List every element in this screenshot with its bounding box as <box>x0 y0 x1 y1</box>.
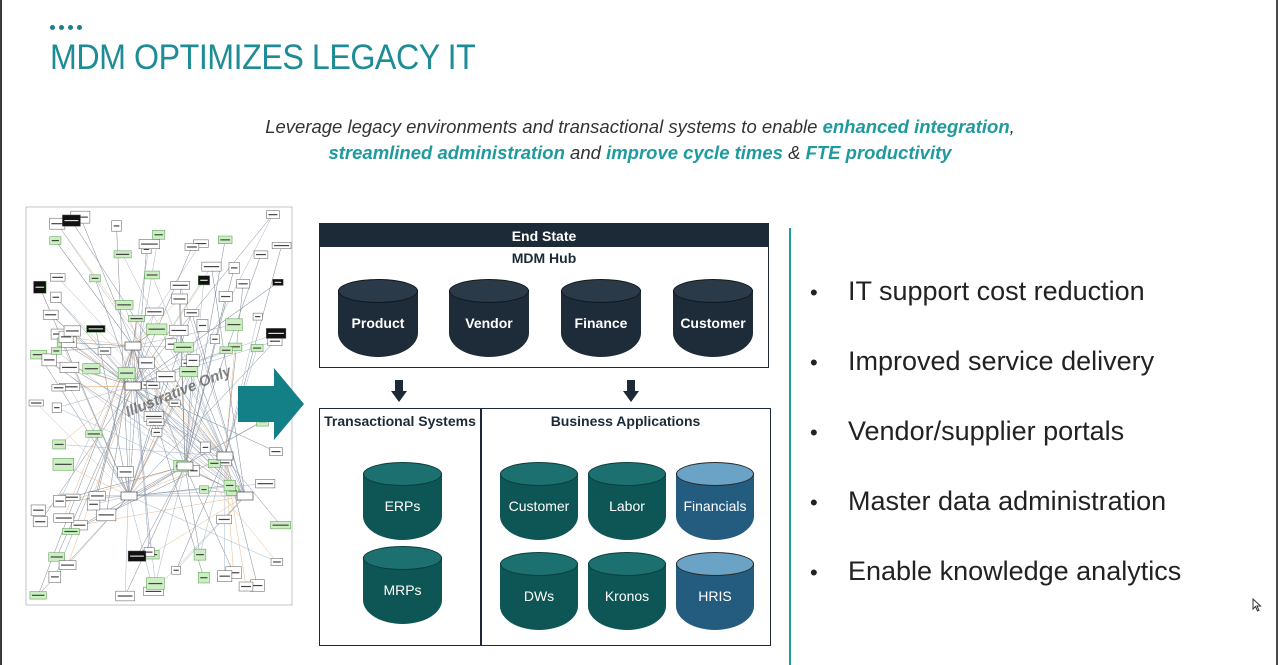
db-finance: Finance <box>561 279 641 357</box>
benefit-item: • Improved service delivery <box>810 346 1181 416</box>
db-customer: Customer <box>673 279 753 357</box>
db-label: ERPs <box>384 498 421 514</box>
benefit-text: IT support cost reduction <box>848 276 1145 306</box>
subtitle-text: and <box>564 142 607 163</box>
subtitle-highlight: streamlined administration <box>328 142 565 163</box>
business-applications-title: Business Applications <box>550 413 701 429</box>
subtitle-text: Leverage legacy environments and transac… <box>265 116 823 137</box>
subtitle-line-2: streamlined administration and improve c… <box>130 142 1150 164</box>
benefits-list: • IT support cost reduction • Improved ser… <box>810 276 1181 626</box>
bullet-icon: • <box>810 420 818 445</box>
subtitle-highlight: FTE productivity <box>805 142 952 163</box>
title-dots-icon <box>50 25 82 30</box>
bullet-icon: • <box>810 560 818 585</box>
bullet-icon: • <box>810 490 818 515</box>
db-erps: ERPs <box>363 462 442 540</box>
slide-title: MDM OPTIMIZES LEGACY IT <box>50 38 476 77</box>
end-state-header: End State <box>320 224 768 247</box>
db-kronos: Kronos <box>588 552 666 630</box>
bullet-icon: • <box>810 280 818 305</box>
db-label: MRPs <box>383 582 422 598</box>
benefit-text: Enable knowledge analytics <box>848 556 1182 586</box>
db-customer-app: Customer <box>500 462 578 540</box>
benefit-text: Master data administration <box>848 486 1167 516</box>
arrow-right-icon <box>238 368 304 440</box>
benefit-item: • IT support cost reduction <box>810 276 1181 346</box>
db-dws: DWs <box>500 552 578 630</box>
db-label: HRIS <box>698 588 732 604</box>
subtitle-text: & <box>782 142 806 163</box>
db-financials: Financials <box>676 462 754 540</box>
mouse-cursor-icon <box>1252 598 1262 612</box>
arrow-down-icon <box>391 380 407 402</box>
bullet-icon: • <box>810 350 818 375</box>
benefit-text: Vendor/supplier portals <box>848 416 1125 446</box>
db-label: Vendor <box>465 315 513 331</box>
left-frame-border <box>0 0 2 665</box>
systems-panel <box>319 408 771 646</box>
panel-divider <box>480 408 482 646</box>
db-vendor: Vendor <box>449 279 529 357</box>
subtitle-highlight: enhanced integration <box>822 116 1010 137</box>
right-frame-border <box>1276 0 1278 665</box>
db-label: DWs <box>523 588 555 604</box>
db-label: Financials <box>683 498 747 514</box>
db-label: Customer <box>508 498 570 514</box>
subtitle-highlight: improve cycle times <box>606 142 783 163</box>
mdm-hub-title: MDM Hub <box>511 250 577 266</box>
benefit-item: • Master data administration <box>810 486 1181 556</box>
db-label: Product <box>351 315 405 331</box>
subtitle-text: , <box>1009 116 1015 137</box>
db-label: Labor <box>609 498 645 514</box>
subtitle-line-1: Leverage legacy environments and transac… <box>130 116 1150 138</box>
db-label: Finance <box>574 315 628 331</box>
db-hris: HRIS <box>676 552 754 630</box>
benefit-text: Improved service delivery <box>848 346 1155 376</box>
db-mrps: MRPs <box>363 546 442 624</box>
section-divider-line <box>789 228 791 665</box>
db-label: Customer <box>680 315 746 331</box>
db-product: Product <box>338 279 418 357</box>
arrow-down-icon <box>623 380 639 402</box>
db-labor: Labor <box>588 462 666 540</box>
db-label: Kronos <box>604 588 650 604</box>
transactional-systems-title: Transactional Systems <box>324 413 476 429</box>
benefit-item: • Enable knowledge analytics <box>810 556 1181 626</box>
benefit-item: • Vendor/supplier portals <box>810 416 1181 486</box>
